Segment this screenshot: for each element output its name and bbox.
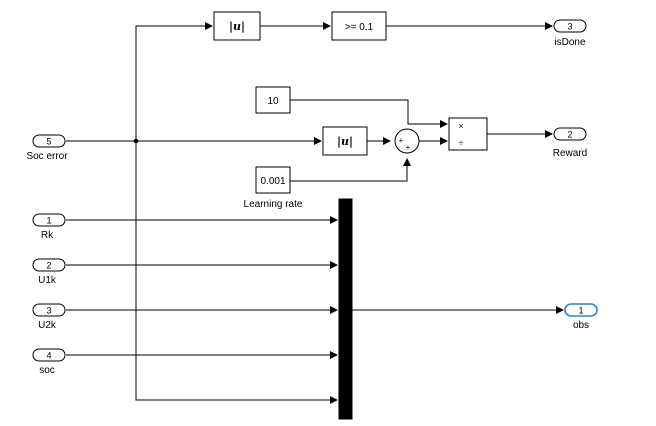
inport-label: Rk <box>41 230 54 241</box>
outport-label: isDone <box>554 37 586 48</box>
inport-number: 2 <box>46 261 51 271</box>
inport-label: U2k <box>38 320 57 331</box>
outport-label: obs <box>573 320 589 331</box>
inport-label: Soc error <box>26 151 68 162</box>
constant-value: 0.001 <box>260 176 285 187</box>
inport-rk[interactable]: 1 Rk <box>32 213 66 241</box>
abs-block-label: |u| <box>337 135 353 148</box>
compare-block-label: >= 0.1 <box>345 22 374 33</box>
wire-lr-to-sum <box>290 158 411 182</box>
constant-value: 10 <box>267 96 279 107</box>
wire-branch-to-abs-top <box>135 22 213 141</box>
outport-number: 3 <box>567 22 572 32</box>
inport-soc[interactable]: 4 soc <box>32 348 66 376</box>
inport-number: 4 <box>46 351 51 361</box>
branch-point <box>133 138 139 144</box>
sum-sign: + <box>406 143 411 152</box>
inport-number: 5 <box>46 137 51 147</box>
inport-label: U1k <box>38 275 57 286</box>
constant-block-10[interactable]: 10 <box>255 86 291 114</box>
signal-lines <box>66 22 564 404</box>
product-sign: ÷ <box>459 138 464 148</box>
abs-block-top[interactable]: |u| <box>213 11 261 41</box>
wire-branch-to-mux <box>135 141 338 404</box>
constant-label: Learning rate <box>244 199 303 210</box>
outport-isdone[interactable]: 3 isDone <box>553 19 587 48</box>
product-sign: × <box>458 121 463 131</box>
sum-sign: + <box>399 136 404 145</box>
compare-block[interactable]: >= 0.1 <box>331 11 387 41</box>
outport-label: Reward <box>553 148 587 159</box>
inport-number: 3 <box>46 306 51 316</box>
outport-number: 1 <box>578 306 583 316</box>
wire-const10-to-product <box>290 99 448 128</box>
outport-reward[interactable]: 2 Reward <box>553 127 587 159</box>
product-block[interactable]: × ÷ <box>448 117 488 151</box>
inport-soc-error[interactable]: 5 Soc error <box>26 134 68 162</box>
abs-block-mid[interactable]: |u| <box>322 126 368 156</box>
sum-block[interactable]: + + <box>394 128 420 154</box>
inport-number: 1 <box>46 216 51 226</box>
inport-label: soc <box>39 365 55 376</box>
constant-block-learning-rate[interactable]: 0.001 Learning rate <box>244 166 303 210</box>
inport-u2k[interactable]: 3 U2k <box>32 303 66 331</box>
mux-block[interactable] <box>338 198 353 420</box>
outport-number: 2 <box>567 130 572 140</box>
outport-obs[interactable]: 1 obs <box>564 303 598 331</box>
inport-u1k[interactable]: 2 U1k <box>32 258 66 286</box>
abs-block-label: |u| <box>229 20 245 33</box>
